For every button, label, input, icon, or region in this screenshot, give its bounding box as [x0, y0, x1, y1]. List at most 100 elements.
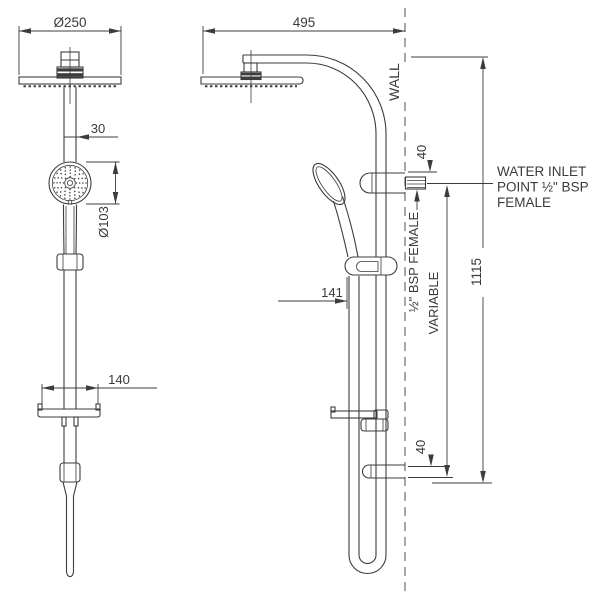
- inlet-fitting: [404, 176, 427, 190]
- dimension-handshower-diameter: Ø103: [86, 161, 120, 238]
- arrowhead-icon: [109, 28, 121, 34]
- extension-lines: [41, 384, 99, 404]
- handshower-reach-label: 141: [321, 285, 343, 300]
- overhead-shower-side: [200, 50, 387, 135]
- rim-notch: [67, 200, 73, 205]
- front-view: Ø250 30: [18, 15, 157, 578]
- hose-connector: [59, 462, 81, 483]
- soapdish-width-label: 140: [108, 372, 130, 387]
- arrowhead-icon: [444, 185, 450, 197]
- inlet-threads: [407, 180, 426, 188]
- collar-band: [241, 72, 261, 76]
- arrowhead-icon: [203, 28, 215, 34]
- dimension-soapdish-140: 140: [41, 372, 157, 404]
- rail-side: [348, 134, 387, 574]
- variable-label: VARIABLE: [426, 271, 441, 334]
- dimension-arm-reach: 495: [202, 15, 405, 74]
- extension-lines: [18, 26, 122, 75]
- dish-lip: [95, 403, 101, 411]
- water-inlet-note-line3: FEMALE: [497, 195, 551, 210]
- dimension-variable: VARIABLE: [426, 185, 450, 477]
- handle-inner-lines: [65, 206, 75, 254]
- water-inlet-note-line1: WATER INLET: [497, 164, 586, 179]
- arrowhead-icon: [42, 385, 54, 391]
- hand-shower-face: [51, 164, 89, 202]
- hub-ring: [64, 177, 76, 189]
- dish-clamp: [61, 416, 67, 427]
- handset-holder: [344, 256, 398, 276]
- hand-shower-side: [312, 162, 398, 276]
- wand-face-line: [315, 166, 343, 202]
- shower-head-plate: [200, 76, 304, 85]
- top-offset-label: 40: [414, 145, 429, 159]
- hose: [65, 496, 75, 571]
- head-diameter-label: Ø250: [53, 15, 86, 30]
- inlet-thread-callout: ½" BSP FEMALE: [406, 189, 421, 312]
- slider-bracket: [56, 253, 84, 271]
- hand-shower-rim: [48, 161, 92, 205]
- arrowhead-icon: [444, 465, 450, 477]
- shower-head-plate: [18, 76, 122, 85]
- hose-ubend-outer: [348, 554, 387, 574]
- dish-clamp: [73, 416, 79, 427]
- arrowhead-icon: [19, 28, 31, 34]
- wall-label: WALL: [386, 63, 402, 101]
- inlet-thread-label: ½" BSP FEMALE: [406, 211, 421, 312]
- spray-dots-ring: [62, 175, 78, 191]
- riser-pipe: [63, 87, 77, 162]
- handle-outline: [62, 204, 78, 254]
- dimension-bottom-offset: 40: [408, 440, 453, 478]
- rail-tube-lower: [63, 426, 77, 463]
- arm-horizontal-tube: [242, 54, 307, 64]
- bracket-body: [361, 464, 405, 479]
- dish-clamp-lines: [365, 419, 384, 431]
- handset-holder-detail: [356, 257, 382, 275]
- soap-dish-front: [37, 403, 101, 427]
- dish-tray: [330, 410, 378, 419]
- pipe-diameter-label: 30: [91, 121, 105, 136]
- bottom-wall-bracket: [361, 464, 405, 479]
- collar-band: [57, 68, 83, 72]
- arrowhead-icon: [480, 57, 486, 69]
- rail-tube: [375, 134, 387, 555]
- dimension-top-offset: 40: [408, 145, 437, 173]
- rail-tube: [63, 270, 77, 409]
- hose: [348, 276, 360, 555]
- dish-tray: [37, 408, 101, 418]
- rail-bottom-front: [59, 426, 81, 578]
- rail-front: [56, 253, 84, 409]
- arm-reach-label: 495: [293, 15, 316, 30]
- bottom-offset-label: 40: [413, 440, 428, 454]
- hose-end-cap: [65, 570, 75, 578]
- slider-bracket-lines: [62, 254, 78, 270]
- hand-shower-front: [48, 161, 92, 254]
- arrowhead-icon: [77, 134, 89, 140]
- water-inlet-note: WATER INLET POINT ½" BSP FEMALE: [427, 164, 589, 210]
- extension-lines: [408, 466, 453, 478]
- water-inlet-note-line2: POINT ½" BSP: [497, 180, 589, 195]
- dimension-overall-height: 1115: [411, 56, 492, 484]
- dimension-handshower-reach: 141: [278, 277, 348, 309]
- spray-dots-ring: [59, 172, 81, 194]
- handshower-diameter-label: Ø103: [96, 206, 111, 238]
- wall: WALL: [386, 8, 406, 596]
- collar-nut: [56, 66, 84, 79]
- dish-lip: [37, 403, 43, 411]
- hose-connector-lines: [63, 463, 77, 482]
- wand-handle: [332, 196, 359, 258]
- hose-ubend-inner: [358, 554, 377, 564]
- arrowhead-icon: [428, 454, 434, 467]
- dimension-pipe-30: 30: [64, 121, 118, 140]
- dish-clamp: [360, 418, 389, 432]
- side-view: 495 WALL: [200, 8, 589, 596]
- dish-lip: [330, 406, 336, 413]
- soap-dish-side: [330, 406, 389, 432]
- overall-height-label: 1115: [469, 258, 484, 286]
- wand-head: [312, 162, 346, 206]
- spray-dots-ring: [53, 166, 87, 200]
- extension-lines: [86, 161, 120, 205]
- collar-band: [241, 76, 261, 79]
- arrowhead-icon: [427, 160, 433, 172]
- hub-cap: [67, 179, 74, 186]
